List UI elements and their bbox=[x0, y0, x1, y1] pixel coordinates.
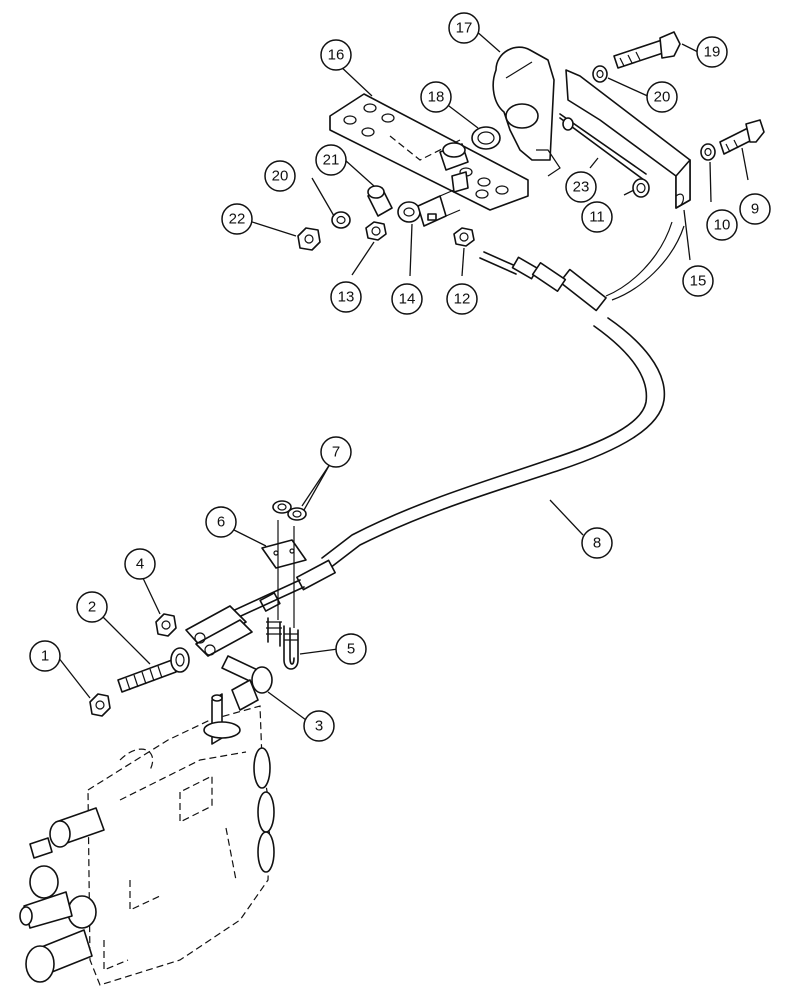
callout-label: 1 bbox=[41, 648, 49, 665]
callout-label: 5 bbox=[347, 641, 355, 658]
callout-9: 9 bbox=[739, 193, 771, 225]
lever bbox=[471, 46, 561, 177]
clamp-plate bbox=[261, 539, 307, 569]
nut-22 bbox=[297, 227, 321, 251]
callout-label: 12 bbox=[454, 291, 471, 308]
leader-lines bbox=[57, 29, 749, 721]
callout-10: 10 bbox=[706, 209, 738, 241]
washer-20a bbox=[592, 65, 608, 83]
callout-1: 1 bbox=[29, 640, 61, 672]
bolt-9 bbox=[719, 119, 765, 155]
callout-label: 19 bbox=[704, 44, 721, 61]
nut-12 bbox=[453, 227, 475, 247]
callout-2: 2 bbox=[76, 591, 108, 623]
washer-10 bbox=[700, 143, 716, 161]
callout-22: 22 bbox=[221, 203, 253, 235]
nut-11 bbox=[632, 178, 650, 198]
callout-18: 18 bbox=[420, 81, 452, 113]
u-bolt bbox=[266, 617, 299, 670]
callout-17: 17 bbox=[448, 12, 480, 44]
support-bracket bbox=[559, 69, 691, 209]
threaded-rod-end bbox=[117, 647, 190, 693]
callout-21: 21 bbox=[315, 144, 347, 176]
bolt bbox=[221, 655, 273, 694]
callout-6: 6 bbox=[205, 506, 237, 538]
callout-11: 11 bbox=[581, 201, 613, 233]
callout-label: 3 bbox=[315, 718, 323, 735]
callout-label: 8 bbox=[593, 535, 601, 552]
lever-plate bbox=[329, 93, 529, 211]
callout-label: 16 bbox=[328, 47, 345, 64]
ball-joint-14 bbox=[397, 189, 461, 227]
callout-label: 22 bbox=[229, 211, 246, 228]
callout-5: 5 bbox=[335, 633, 367, 665]
nut-1 bbox=[89, 693, 111, 717]
lock-nuts bbox=[272, 500, 307, 628]
callout-label: 20 bbox=[654, 89, 671, 106]
callout-3: 3 bbox=[303, 710, 335, 742]
callout-4: 4 bbox=[124, 548, 156, 580]
callout-label: 15 bbox=[690, 273, 707, 290]
callout-7: 7 bbox=[320, 436, 352, 468]
callout-label: 9 bbox=[751, 201, 759, 218]
callout-label: 14 bbox=[399, 291, 416, 308]
callout-13: 13 bbox=[330, 281, 362, 313]
washer-20b bbox=[331, 211, 351, 229]
callout-label: 2 bbox=[88, 599, 96, 616]
callout-23: 23 bbox=[565, 171, 597, 203]
callout-15: 15 bbox=[682, 265, 714, 297]
callout-label: 21 bbox=[323, 152, 340, 169]
callout-label: 6 bbox=[217, 514, 225, 531]
callout-label: 7 bbox=[332, 444, 340, 461]
control-valve bbox=[19, 679, 275, 986]
callout-20a: 20 bbox=[646, 81, 678, 113]
callout-16: 16 bbox=[320, 39, 352, 71]
bolt-19 bbox=[613, 31, 681, 69]
control-cable bbox=[225, 221, 685, 622]
callout-label: 18 bbox=[428, 89, 445, 106]
callout-label: 10 bbox=[714, 217, 731, 234]
callout-label: 20 bbox=[272, 168, 289, 185]
callout-12: 12 bbox=[446, 283, 478, 315]
callout-14: 14 bbox=[391, 283, 423, 315]
callout-label: 23 bbox=[573, 179, 590, 196]
callout-20b: 20 bbox=[264, 160, 296, 192]
clevis bbox=[185, 605, 253, 657]
callout-label: 17 bbox=[456, 20, 473, 37]
callout-19: 19 bbox=[696, 36, 728, 68]
nut-4 bbox=[155, 613, 177, 637]
callout-label: 11 bbox=[589, 209, 605, 226]
callout-label: 4 bbox=[136, 556, 144, 573]
spacer-21 bbox=[367, 185, 393, 217]
nut-13 bbox=[365, 221, 387, 241]
callout-label: 13 bbox=[338, 289, 355, 306]
callout-8: 8 bbox=[581, 527, 613, 559]
